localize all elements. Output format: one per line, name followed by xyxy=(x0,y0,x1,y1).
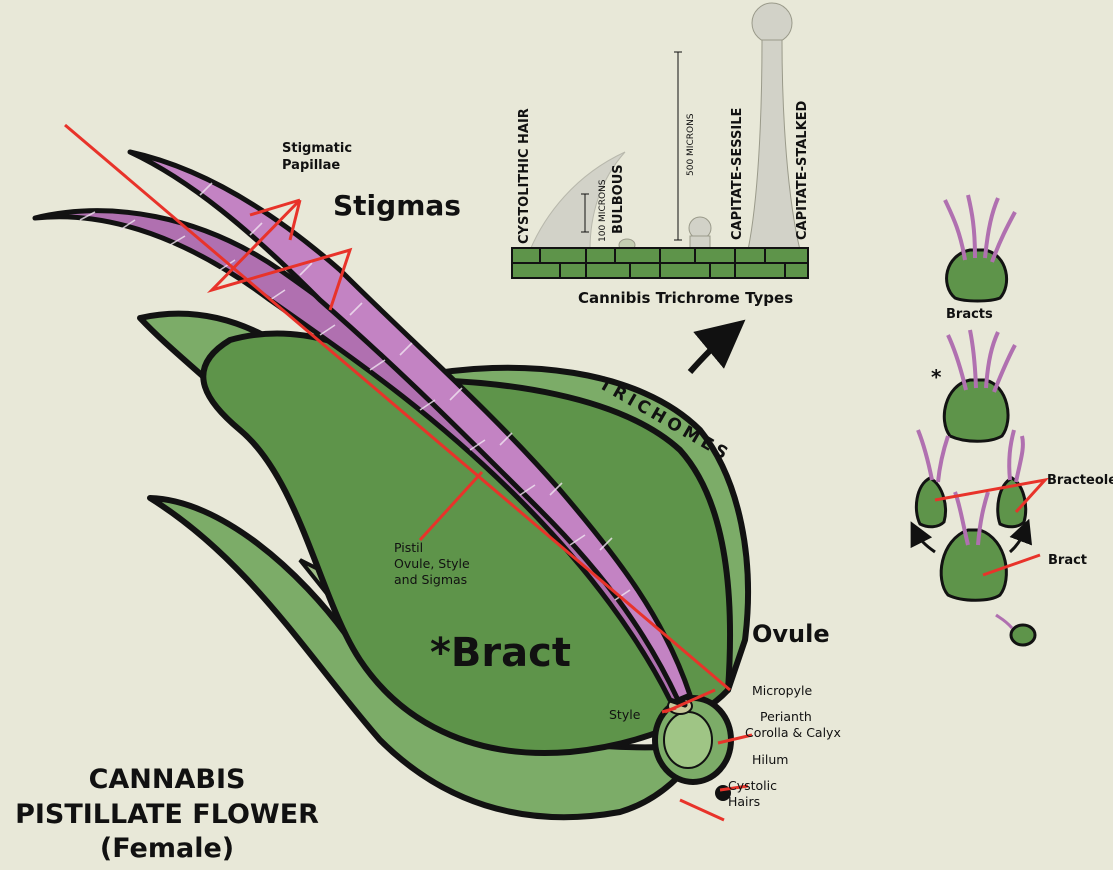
trichome-panel: 100 MICRONS 500 MICRONS CYSTOLITHIC HAIR… xyxy=(512,3,810,307)
capitate-stalked-head xyxy=(752,3,792,43)
type-cystolithic-hair: CYSTOLITHIC HAIR xyxy=(517,108,532,244)
title-line-3: (Female) xyxy=(100,833,234,864)
pistil-label-2: Ovule, Style xyxy=(394,556,470,571)
title-line-1: CANNABIS xyxy=(89,764,246,795)
hilum-label: Hilum xyxy=(752,752,788,767)
type-capitate-stalked: CAPITATE-STALKED xyxy=(795,100,810,240)
micropyle-label: Micropyle xyxy=(752,683,812,698)
stigmatic-papillae-label-2: Papillae xyxy=(282,158,340,173)
pistil-label-3: and Sigmas xyxy=(394,572,467,587)
bracteole-right-stigma xyxy=(1009,430,1014,480)
bracteole-left-stigma xyxy=(918,430,932,480)
perianth-label-2: Corolla & Calyx xyxy=(745,725,841,740)
cystolic-label-2: Hairs xyxy=(728,794,760,809)
ovule-label: Ovule xyxy=(752,620,830,648)
asterisk-bract-shape xyxy=(944,380,1008,441)
title-line-2: PISTILLATE FLOWER xyxy=(15,799,319,830)
side-panel: Bracts * B xyxy=(916,195,1113,645)
tiny-ovule xyxy=(1011,625,1035,645)
cystolic-label-1: Cystolic xyxy=(728,778,777,793)
pistil-label-1: Pistil xyxy=(394,540,423,555)
scale-500-label: 500 MICRONS xyxy=(686,113,696,176)
scale-100-label: 100 MICRONS xyxy=(598,179,608,242)
bracteole-right-stigma-2 xyxy=(1016,436,1023,482)
trichome-arrow xyxy=(690,335,727,372)
style-label: Style xyxy=(609,707,641,722)
bracts-label: Bracts xyxy=(946,307,993,322)
bract-side-label: Bract xyxy=(1048,553,1087,568)
bract-label: *Bract xyxy=(430,630,571,676)
asterisk-label: * xyxy=(931,365,942,389)
tiny-ovule-stigma xyxy=(996,615,1012,628)
stigmatic-papillae-label-1: Stigmatic xyxy=(282,141,352,156)
bracteole-label: Bracteole xyxy=(1047,473,1113,488)
capitate-stalked-stalk xyxy=(748,40,800,250)
type-capitate-sessile: CAPITATE-SESSILE xyxy=(730,108,745,240)
bract-bottom-shape xyxy=(941,530,1006,600)
stigmas-label: Stigmas xyxy=(333,189,461,222)
ovule-inner xyxy=(664,712,712,768)
arrow-right xyxy=(1010,530,1025,552)
bracteole-left xyxy=(916,478,945,527)
trichome-panel-caption: Cannibis Trichrome Types xyxy=(578,289,793,307)
bracteole-left-stigma-2 xyxy=(938,436,948,482)
perianth-label-1: Perianth xyxy=(760,709,812,724)
type-bulbous: BULBOUS xyxy=(611,164,626,234)
arrow-left xyxy=(916,532,935,552)
